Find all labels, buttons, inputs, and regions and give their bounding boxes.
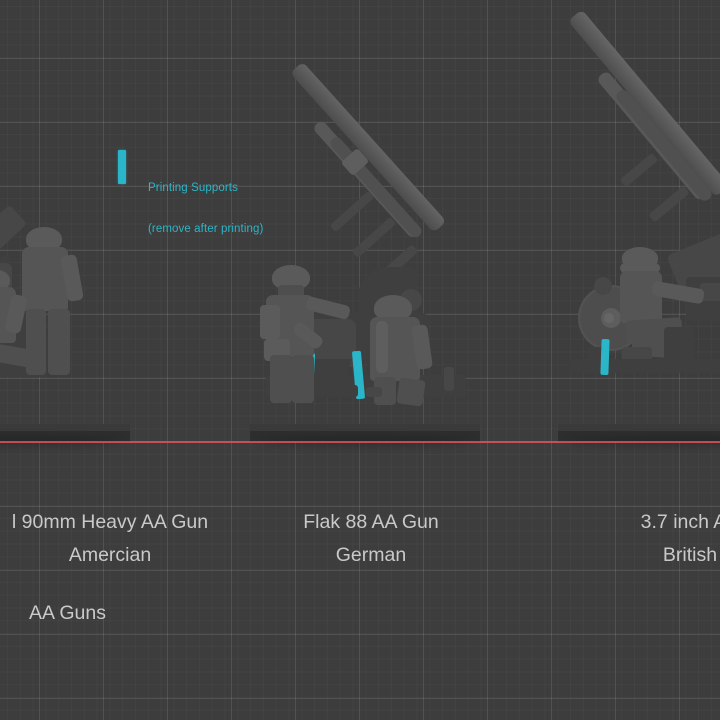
legend-line-1: Printing Supports bbox=[148, 182, 238, 194]
model-3-7-inch-aa-gun[interactable] bbox=[558, 9, 720, 447]
model-nationality: German bbox=[335, 544, 407, 566]
caption-model-37inch: 3.7 inch AA British bbox=[510, 506, 720, 572]
caption-model-90mm: l 90mm Heavy AA Gun Amercian bbox=[0, 506, 290, 572]
model-name: 3.7 inch AA bbox=[640, 511, 720, 533]
caption-model-flak88: Flak 88 AA Gun German bbox=[191, 506, 551, 572]
model-nationality: British bbox=[662, 544, 718, 566]
model-nationality: Amercian bbox=[68, 544, 152, 566]
printing-support bbox=[600, 338, 610, 376]
model-90mm-heavy-aa-gun[interactable] bbox=[0, 191, 180, 447]
legend-line-2: (remove after printing) bbox=[148, 222, 264, 235]
build-plate-baseline bbox=[0, 441, 720, 443]
printing-supports-legend: Printing Supports (remove after printing… bbox=[118, 150, 263, 263]
model-name: Flak 88 AA Gun bbox=[303, 511, 439, 533]
page-title: AA Guns bbox=[29, 602, 106, 624]
model-name: l 90mm Heavy AA Gun bbox=[11, 511, 209, 533]
legend-label: Printing Supports (remove after printing… bbox=[148, 155, 263, 263]
model-flak-88-aa-gun[interactable] bbox=[248, 61, 498, 447]
support-color-swatch bbox=[118, 150, 126, 184]
